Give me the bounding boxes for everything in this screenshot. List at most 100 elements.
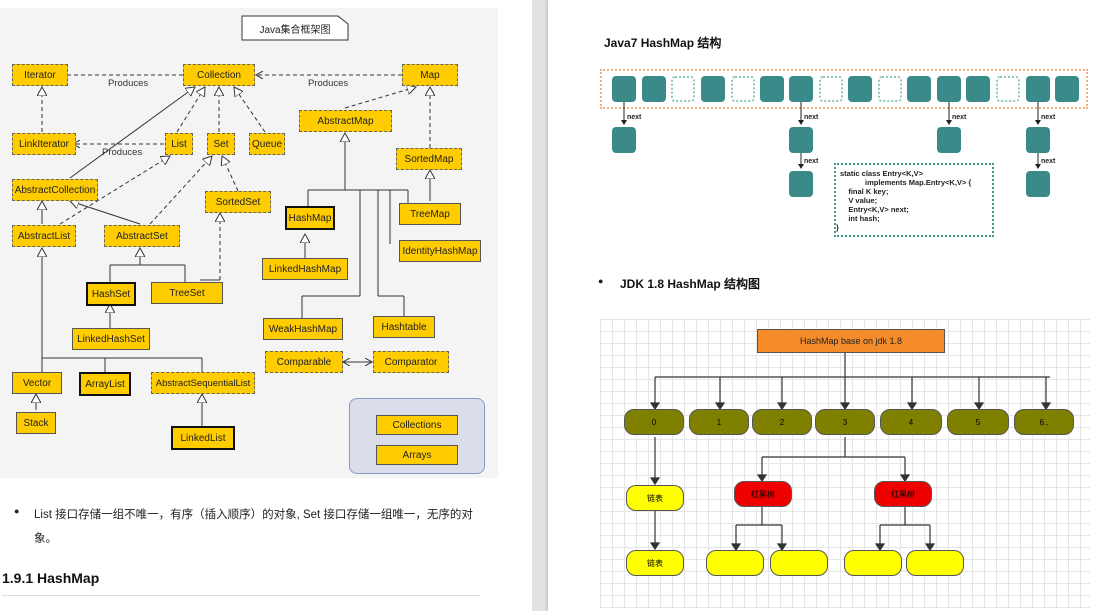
bucket-node: 4	[880, 409, 942, 435]
node-hashtable: Hashtable	[373, 316, 435, 338]
code-line: implements Map.Entry<K,V> {	[840, 178, 972, 187]
array-cell	[760, 76, 784, 102]
jdk8-heading: JDK 1.8 HashMap 结构图	[620, 277, 761, 291]
jdk8-diagram: HashMap base on jdk 1.8 0 1 2 3 4 5 6.. …	[600, 319, 1090, 609]
diagram-edges	[0, 15, 498, 428]
bucket-node: 6..	[1014, 409, 1074, 435]
bucket-node: 3	[815, 409, 875, 435]
node-comparator: Comparator	[373, 351, 449, 373]
code-line: final K key;	[840, 187, 889, 196]
produces-label-1: Produces	[108, 78, 149, 89]
tree-leaf-node	[706, 550, 764, 576]
array-cell-empty	[671, 76, 695, 102]
code-line: V value;	[840, 196, 878, 205]
next-label: next	[804, 158, 819, 165]
node-queue: Queue	[249, 133, 285, 155]
array-cell	[789, 76, 813, 102]
node-treeset: TreeSet	[151, 282, 223, 304]
node-abstractlist: AbstractList	[12, 225, 76, 247]
array-cell-empty	[819, 76, 843, 102]
java7-title: Java7 HashMap 结构	[604, 36, 722, 50]
node-comparable: Comparable	[265, 351, 343, 373]
node-hashmap: HashMap	[285, 206, 335, 230]
node-arraylist: ArrayList	[79, 372, 131, 396]
entry-node	[1026, 127, 1050, 153]
array-cell-empty	[731, 76, 755, 102]
array-cell	[966, 76, 990, 102]
red-black-tree-node: 红黑树	[874, 481, 932, 507]
array-cell	[612, 76, 636, 102]
java7-links	[621, 102, 1041, 169]
node-linkedhashmap: LinkedHashMap	[262, 258, 348, 280]
node-arrays: Arrays	[376, 445, 458, 465]
linked-list-node: 链表	[626, 550, 684, 576]
entry-class-code-box: static class Entry<K,V> implements Map.E…	[834, 163, 994, 237]
linked-list-node: 链表	[626, 485, 684, 511]
produces-label-2: Produces	[308, 78, 349, 89]
code-line: static class Entry<K,V>	[840, 169, 923, 178]
node-weakhashmap: WeakHashMap	[263, 318, 343, 340]
jdk8-root-node: HashMap base on jdk 1.8	[757, 329, 945, 353]
node-linkedhashset: LinkedHashSet	[72, 328, 150, 350]
array-cell	[848, 76, 872, 102]
entry-node	[937, 127, 961, 153]
array-cell	[1055, 76, 1079, 102]
list-set-description-line1: List 接口存储一组不唯一，有序（插入顺序）的对象, Set 接口存储一组唯一…	[34, 509, 473, 521]
array-cell-empty	[996, 76, 1020, 102]
entry-node	[789, 171, 813, 197]
bucket-node: 1	[689, 409, 749, 435]
diagram-title: Java集合框架图	[259, 24, 331, 36]
array-cell	[937, 76, 961, 102]
array-cell-empty	[878, 76, 902, 102]
bucket-array	[600, 69, 1088, 109]
section-heading: 1.9.1 HashMap	[2, 570, 100, 586]
list-set-description-line2: 象。	[34, 533, 57, 545]
produces-label-3: Produces	[102, 147, 143, 158]
node-collections: Collections	[376, 415, 458, 435]
code-line: }	[836, 223, 839, 232]
entry-node	[612, 127, 636, 153]
node-linkedlist: LinkedList	[171, 426, 235, 450]
node-list: List	[165, 133, 193, 155]
node-abstractsequentiallist: AbstractSequentialList	[151, 372, 255, 394]
node-set: Set	[207, 133, 235, 155]
right-document-page: Java7 HashMap 结构	[548, 0, 1095, 611]
page-gutter	[532, 0, 548, 611]
array-cell	[701, 76, 725, 102]
utility-classes-panel: Collections Arrays	[349, 398, 485, 474]
node-map: Map	[402, 64, 458, 86]
heading-underline	[2, 595, 480, 596]
node-collection: Collection	[183, 64, 255, 86]
left-document-page: Java集合框架图 Iterator Collection Map Produc…	[0, 0, 532, 611]
bucket-node: 2	[752, 409, 812, 435]
node-treemap: TreeMap	[399, 203, 461, 225]
node-vector: Vector	[12, 372, 62, 394]
node-identityhashmap: IdentityHashMap	[399, 240, 481, 262]
array-cell	[642, 76, 666, 102]
collection-framework-diagram: Java集合框架图 Iterator Collection Map Produc…	[0, 8, 498, 478]
node-abstractmap: AbstractMap	[299, 110, 392, 132]
next-label: next	[1041, 114, 1056, 121]
next-label: next	[952, 114, 967, 121]
java7-diagram: next next next next next next static cla…	[548, 0, 1095, 250]
red-black-tree-node: 红黑树	[734, 481, 792, 507]
entry-node	[789, 127, 813, 153]
code-line: Entry<K,V> next;	[840, 205, 909, 214]
array-cell	[907, 76, 931, 102]
tree-leaf-node	[906, 550, 964, 576]
node-sortedset: SortedSet	[205, 191, 271, 213]
jdk8-links	[649, 353, 1052, 552]
node-abstractset: AbstractSet	[104, 225, 180, 247]
array-cell	[1026, 76, 1050, 102]
tree-leaf-node	[844, 550, 902, 576]
bullet-dot: ●	[14, 506, 20, 516]
node-abstractcollection: AbstractCollection	[12, 179, 98, 201]
bucket-node: 0	[624, 409, 684, 435]
node-linkiterator: LinkIterator	[12, 133, 76, 155]
code-line: int hash;	[840, 214, 880, 223]
bucket-node: 5	[947, 409, 1009, 435]
next-label: next	[804, 114, 819, 121]
node-sortedmap: SortedMap	[396, 148, 462, 170]
node-stack: Stack	[16, 412, 56, 434]
entry-node	[1026, 171, 1050, 197]
